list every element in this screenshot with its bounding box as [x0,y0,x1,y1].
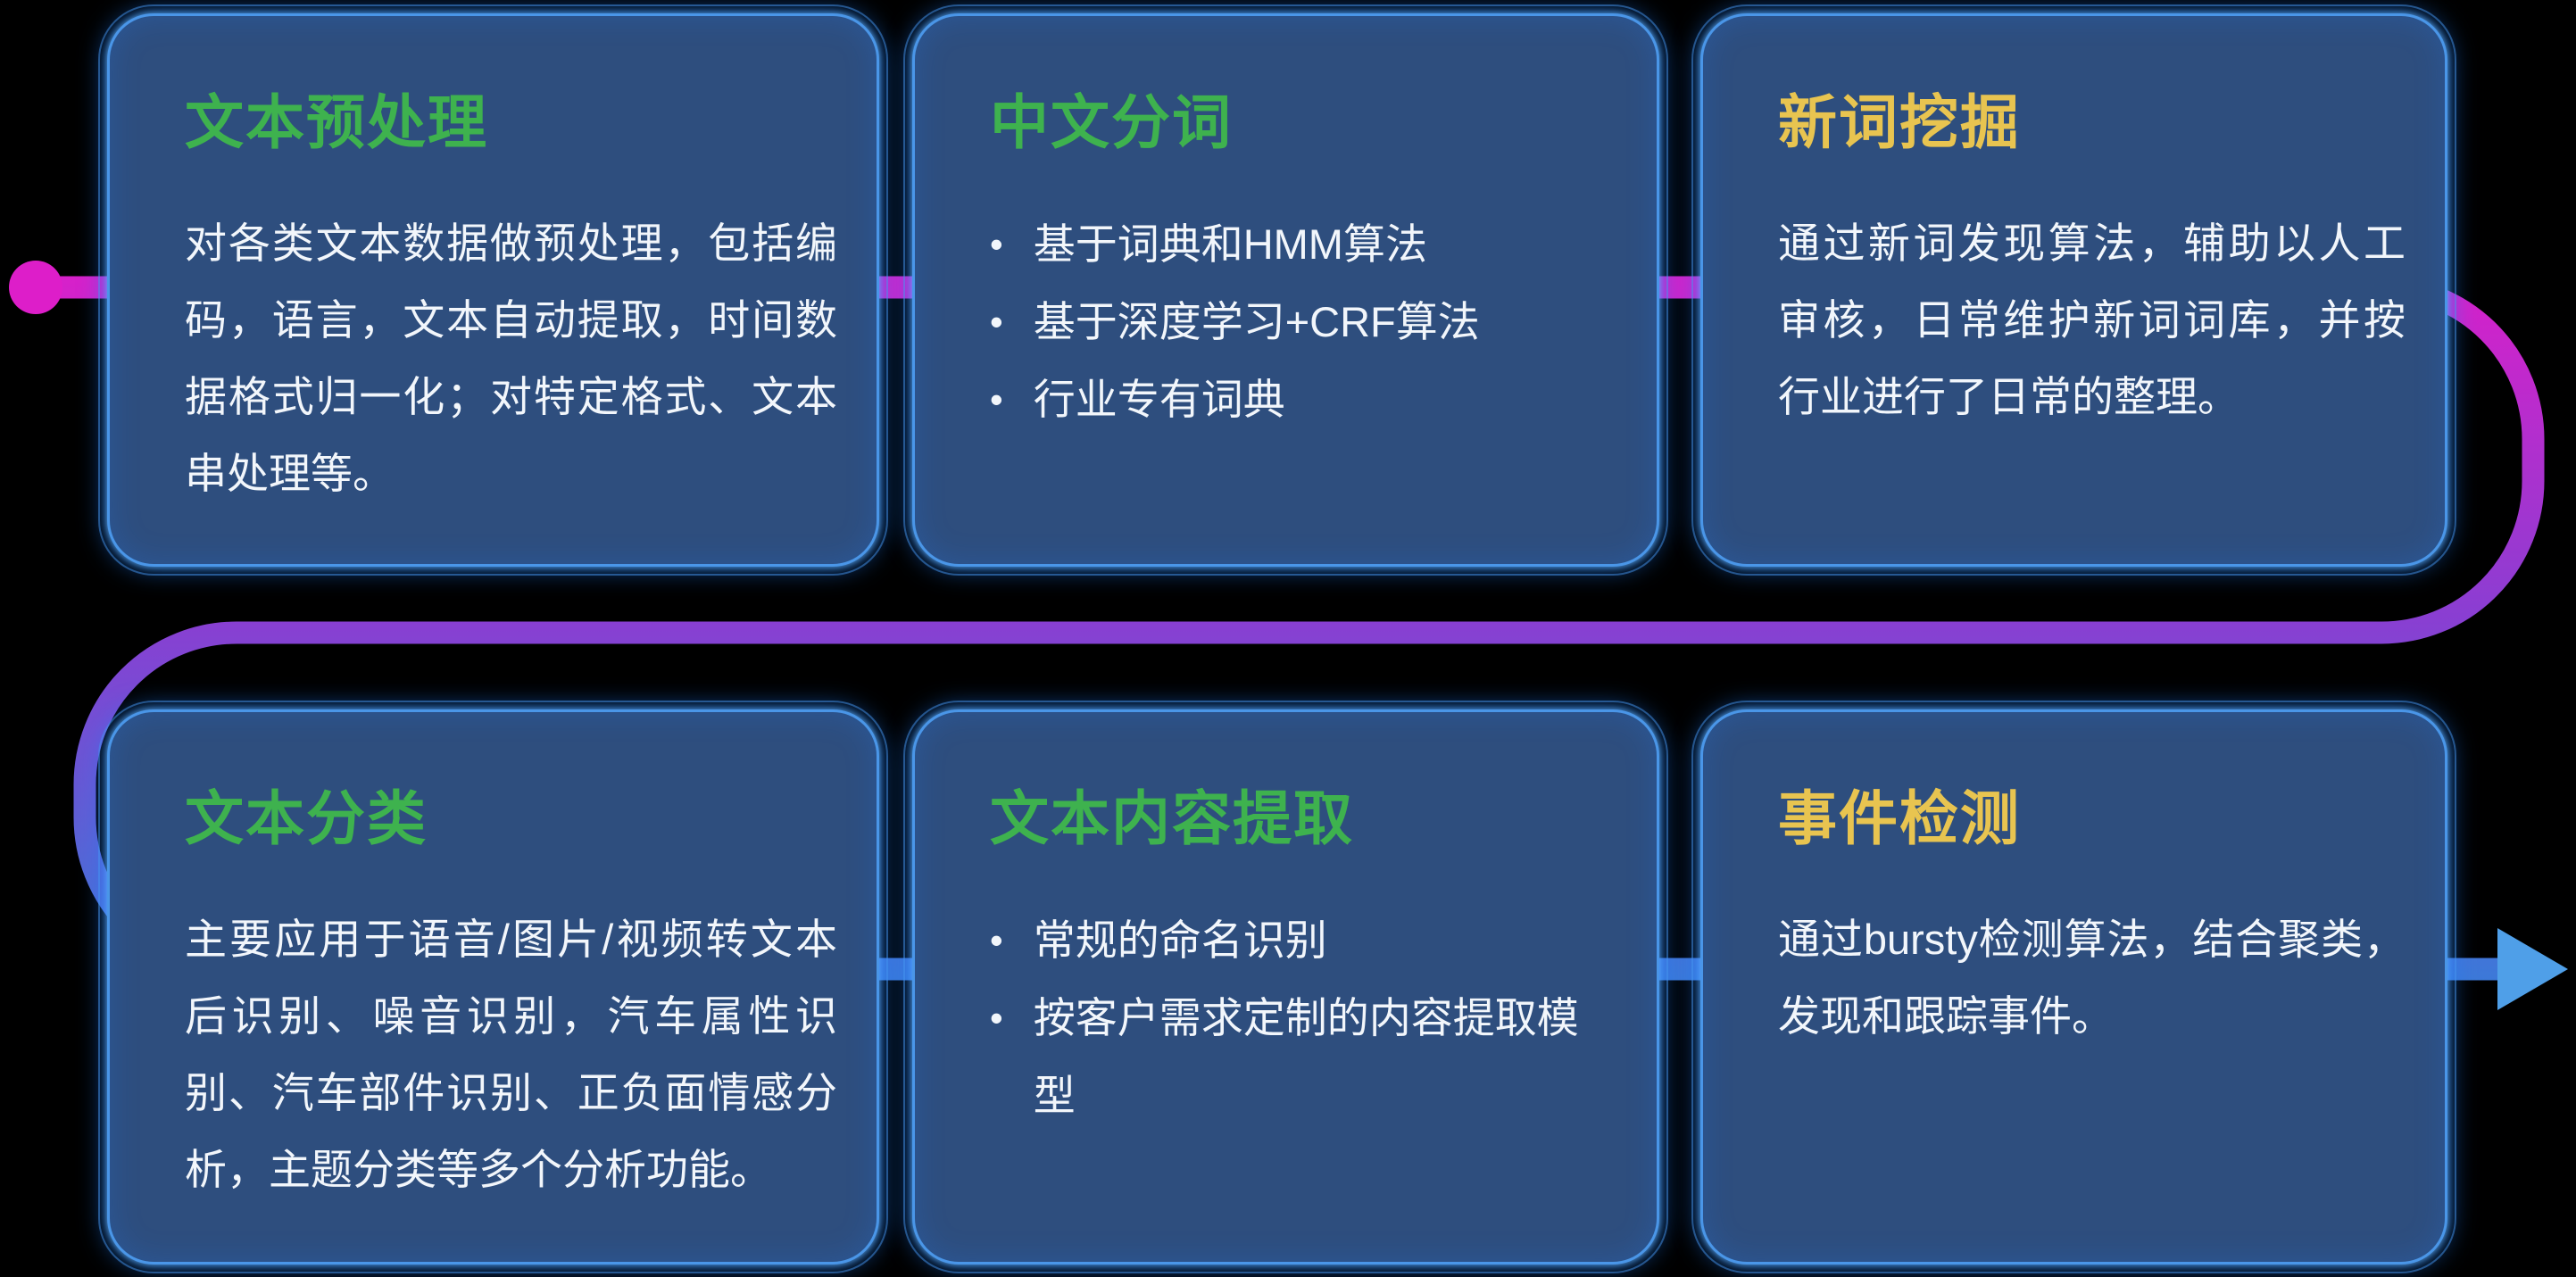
bullet-text: 行业专有词典 [1033,376,1285,423]
card-title: 文本分类 [185,785,428,851]
card-body: 通过新词发现算法，辅助以人工审核，日常维护新词词库，并按行业进行了日常的整理。 [1778,220,2406,420]
bullet-text: 基于深度学习+CRF算法 [1033,298,1480,345]
card-text-preprocessing: 文本预处理 对各类文本数据做预处理，包括编码，语言，文本自动提取，时间数据格式归… [98,4,888,576]
flow-path [33,276,2545,981]
card-new-word-mining: 新词挖掘 通过新词发现算法，辅助以人工审核，日常维护新词词库，并按行业进行了日常… [1691,4,2456,576]
card-title: 新词挖掘 [1778,89,2021,155]
card-title: 事件检测 [1778,785,2021,851]
card-title: 中文分词 [990,89,1233,155]
bullet-text: 基于词典和HMM算法 [1033,220,1427,268]
bullet-item: 基于词典和HMM算法 [990,205,1617,283]
bullet-item: 按客户需求定制的内容提取模型 [990,979,1617,1134]
card-text-content-extraction: 文本内容提取 常规的命名识别 按客户需求定制的内容提取模型 [903,701,1668,1273]
bullet-item: 行业专有词典 [990,361,1617,438]
card-body: 主要应用于语音/图片/视频转文本后识别、噪音识别，汽车属性识别、汽车部件识别、正… [185,916,837,1193]
card-text-classification: 文本分类 主要应用于语音/图片/视频转文本后识别、噪音识别，汽车属性识别、汽车部… [98,701,888,1273]
bullet-text: 常规的命名识别 [1033,916,1327,964]
card-chinese-word-segmentation: 中文分词 基于词典和HMM算法 基于深度学习+CRF算法 行业专有词典 [903,4,1668,576]
card-body: 通过bursty检测算法，结合聚类，发现和跟踪事件。 [1778,916,2406,1040]
card-title: 文本预处理 [185,89,488,155]
bullet-text: 按客户需求定制的内容提取模型 [1033,994,1579,1119]
card-event-detection: 事件检测 通过bursty检测算法，结合聚类，发现和跟踪事件。 [1691,701,2456,1273]
flow-end-arrow-icon [2497,928,2568,1010]
card-body: 对各类文本数据做预处理，包括编码，语言，文本自动提取，时间数据格式归一化；对特定… [185,220,837,497]
flow-start-dot [9,261,62,314]
bullet-item: 常规的命名识别 [990,901,1617,979]
bullet-item: 基于深度学习+CRF算法 [990,283,1617,361]
bullet-list: 基于词典和HMM算法 基于深度学习+CRF算法 行业专有词典 [990,205,1617,438]
bullet-list: 常规的命名识别 按客户需求定制的内容提取模型 [990,901,1617,1134]
card-title: 文本内容提取 [990,785,1354,851]
